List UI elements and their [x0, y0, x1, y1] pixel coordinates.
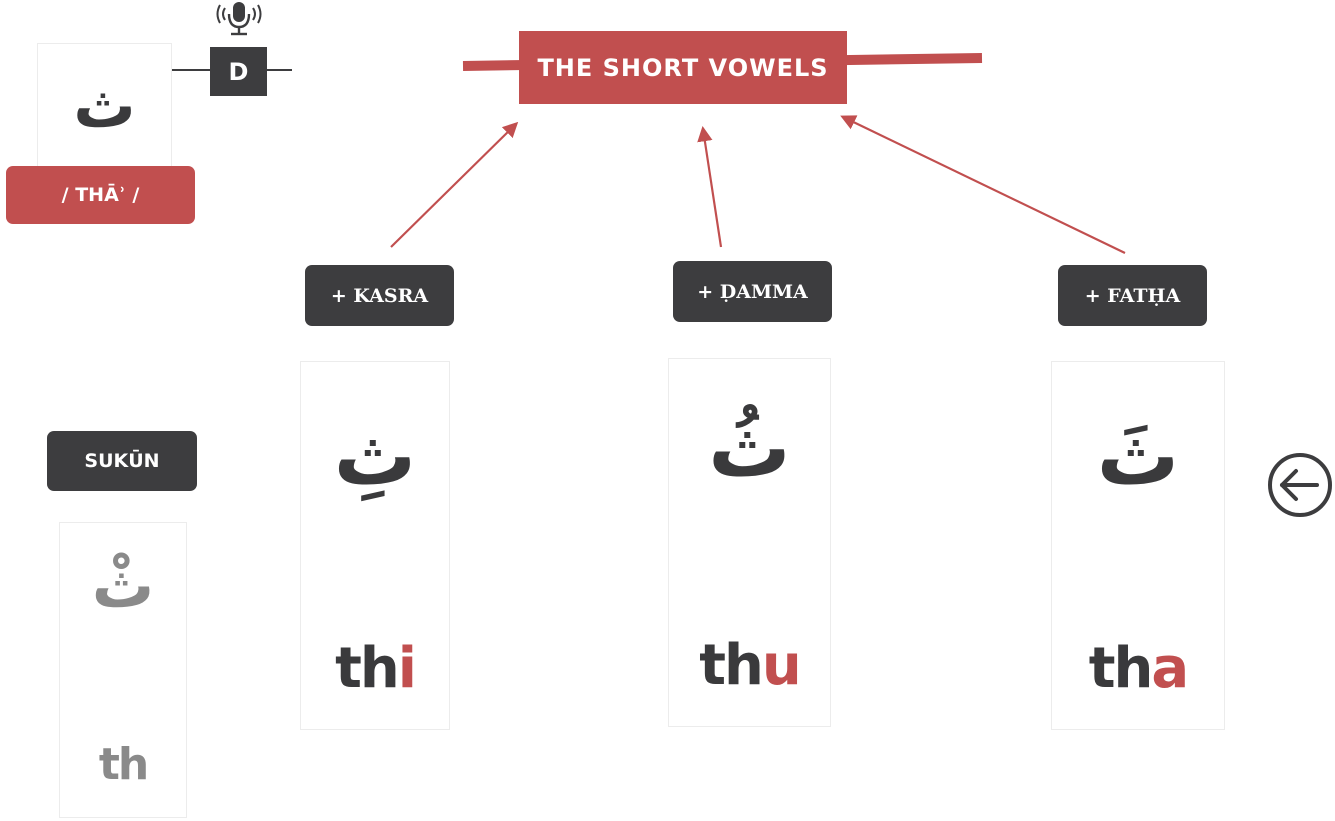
fatha-translit-vowel: a	[1151, 636, 1189, 701]
sukun-pill[interactable]: SUKŪN	[47, 431, 197, 491]
kasra-translit: thi	[301, 634, 449, 704]
letter-name-badge: / THĀʾ /	[6, 166, 195, 224]
fatha-translit: tha	[1052, 634, 1224, 704]
arrow-damma	[697, 125, 723, 248]
letter-card: ث	[37, 43, 172, 173]
arrow-kasra	[390, 121, 519, 248]
letter-name: / THĀʾ /	[61, 184, 140, 206]
fatha-translit-base: th	[1088, 636, 1154, 701]
sukun-pill-label: SUKŪN	[84, 450, 160, 472]
d-button-label: D	[228, 57, 249, 86]
kasra-pill-label: + KASRA	[330, 284, 429, 307]
damma-pill[interactable]: + ḌAMMA	[673, 261, 832, 322]
arrow-fatha	[840, 115, 1126, 254]
fatha-card[interactable]: ثَ tha	[1051, 361, 1225, 730]
damma-translit-base: th	[699, 633, 764, 698]
sukun-card[interactable]: ثْ th	[59, 522, 187, 818]
microphone-icon[interactable]	[215, 0, 263, 38]
sukun-glyph: ثْ	[91, 549, 155, 622]
kasra-glyph: ثِ	[333, 409, 417, 504]
fatha-pill-label: + FATḤA	[1084, 284, 1181, 307]
arrow-left-circle-icon[interactable]	[1267, 452, 1333, 518]
title-box: THE SHORT VOWELS	[519, 31, 847, 104]
kasra-translit-vowel: i	[397, 636, 417, 701]
sukun-translit: th	[98, 739, 149, 790]
damma-glyph: ثُ	[708, 401, 791, 496]
kasra-card[interactable]: ثِ thi	[300, 361, 450, 730]
damma-translit-vowel: u	[761, 633, 802, 698]
damma-card[interactable]: ثُ thu	[668, 358, 831, 727]
fatha-glyph: ثَ	[1096, 409, 1180, 504]
kasra-pill[interactable]: + KASRA	[305, 265, 454, 326]
letter-glyph: ث	[73, 69, 136, 142]
page-title: THE SHORT VOWELS	[537, 53, 829, 82]
d-button[interactable]: D	[210, 47, 267, 96]
damma-pill-label: + ḌAMMA	[697, 280, 808, 303]
damma-translit: thu	[669, 631, 830, 701]
kasra-translit-base: th	[335, 636, 400, 701]
fatha-pill[interactable]: + FATḤA	[1058, 265, 1207, 326]
